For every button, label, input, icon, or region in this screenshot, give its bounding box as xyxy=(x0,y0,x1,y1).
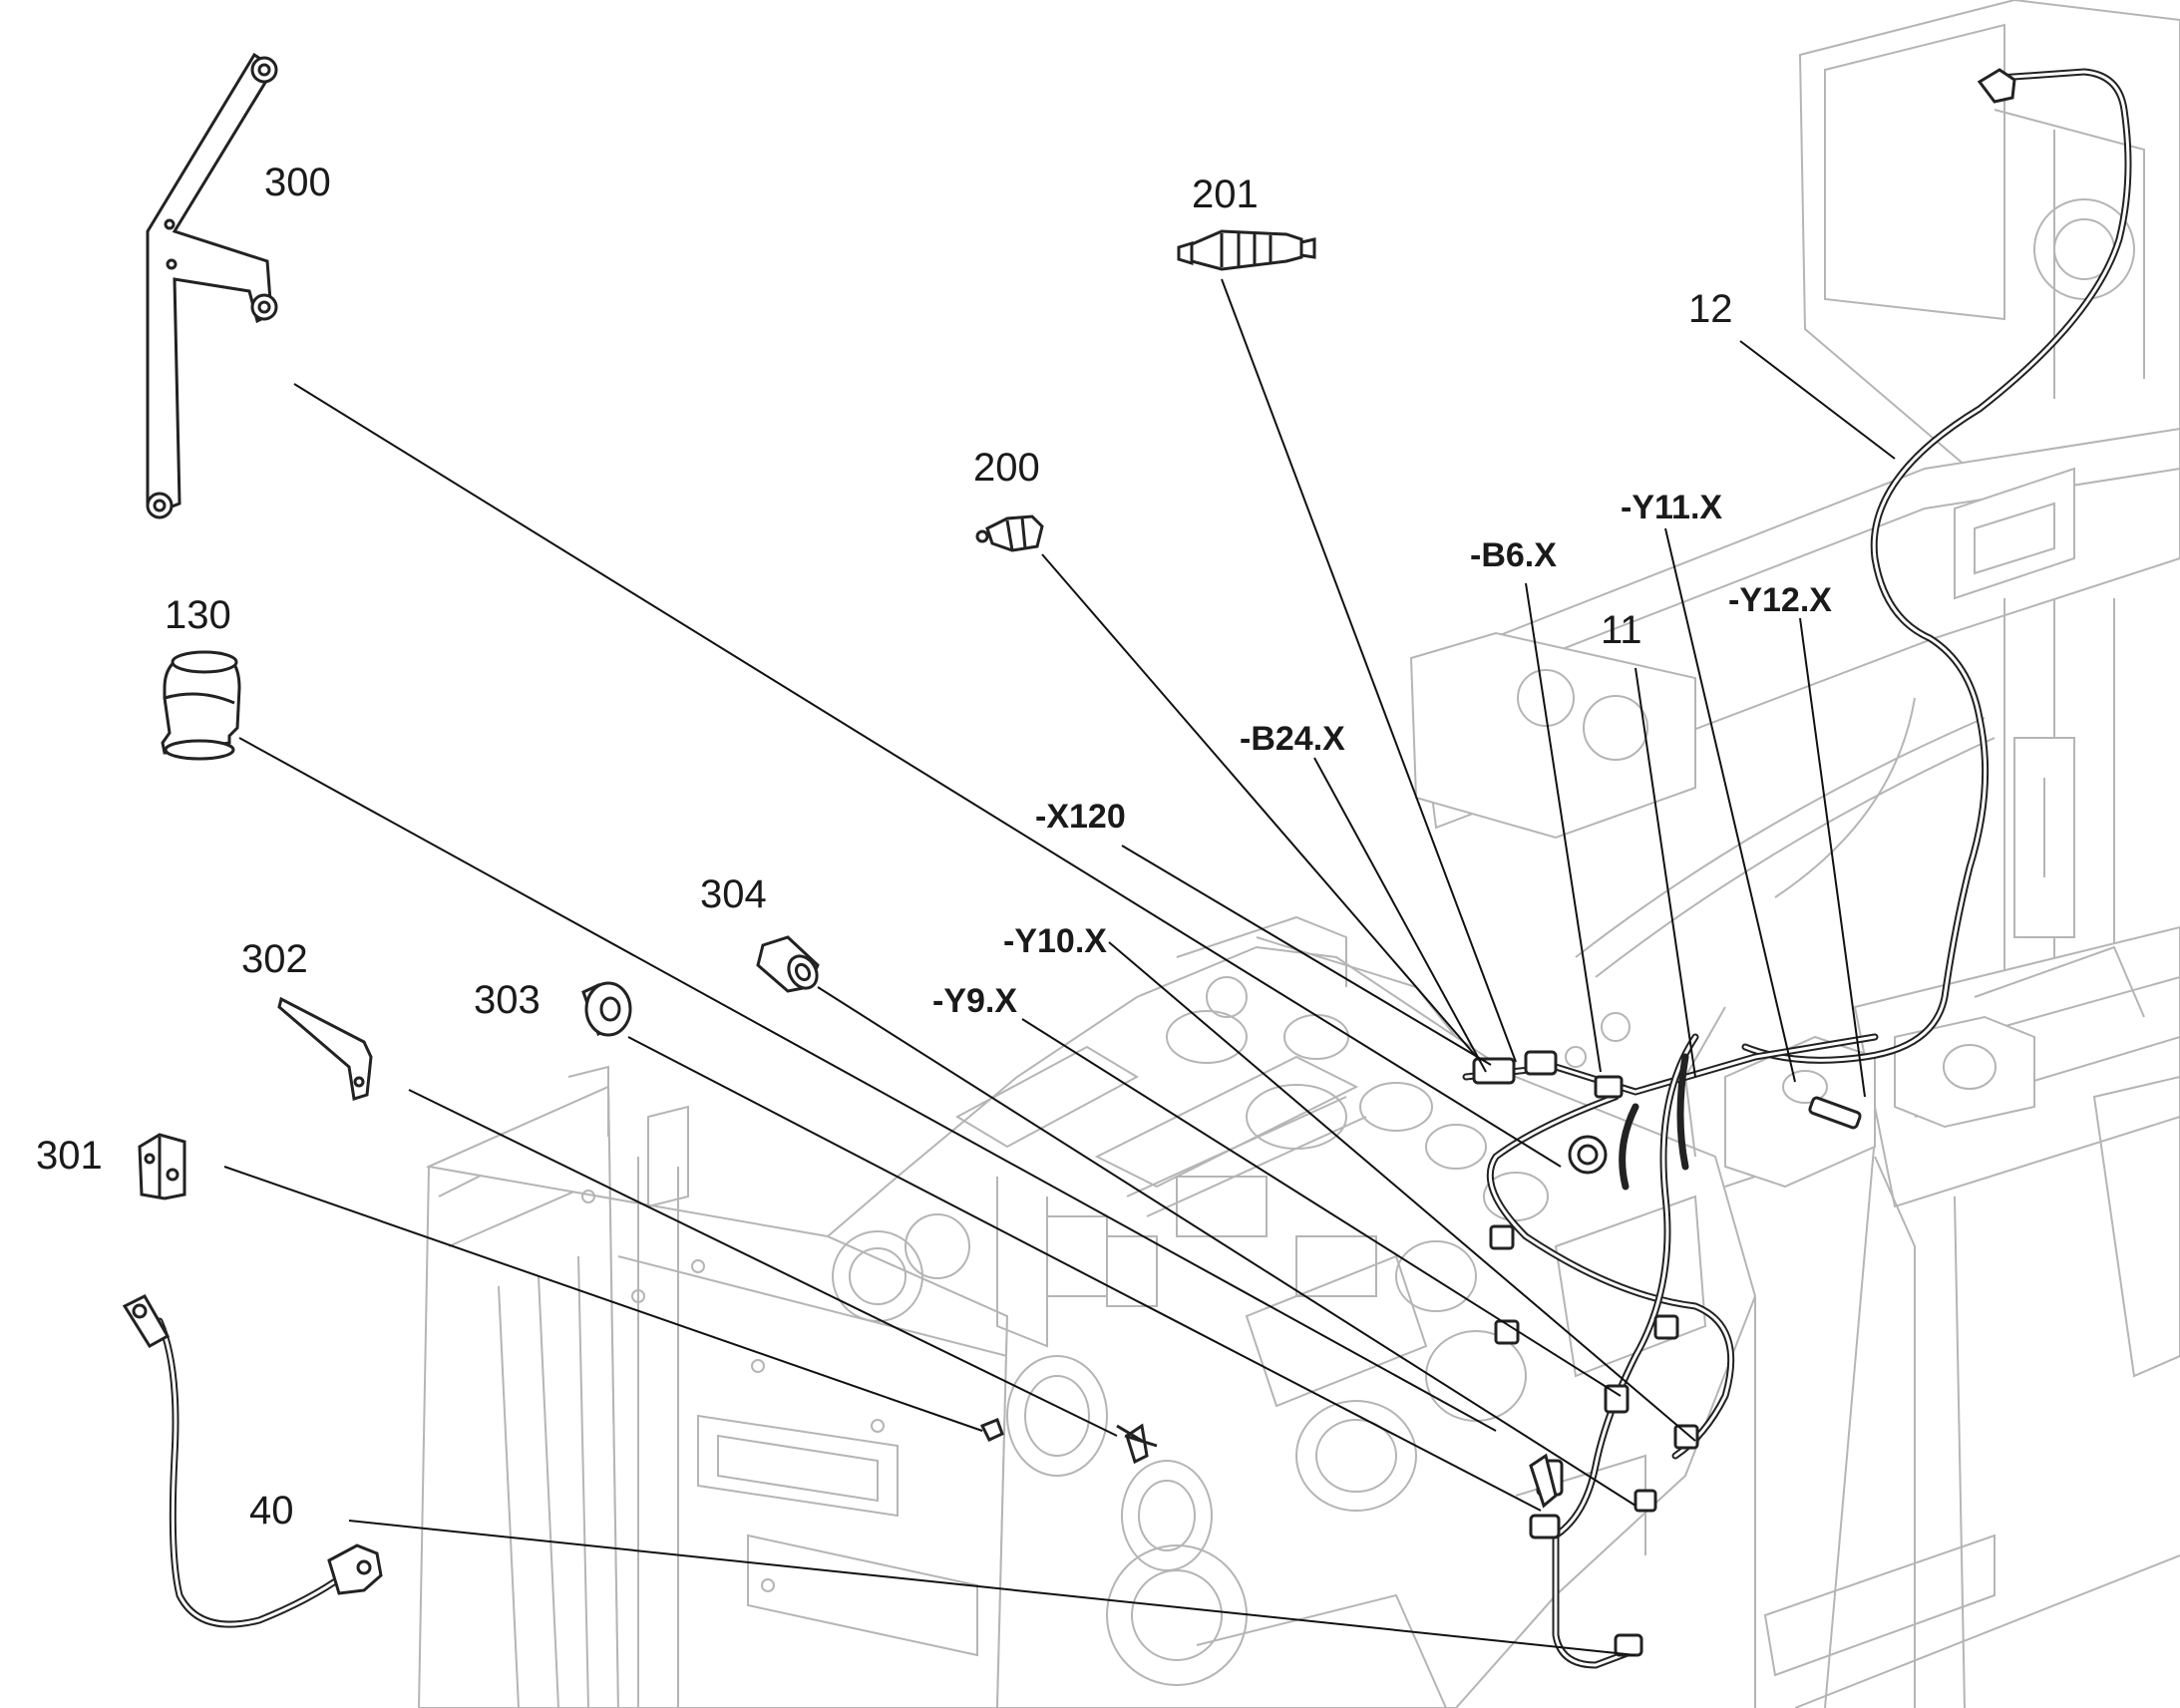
part-302-clip xyxy=(277,996,373,1101)
callout-12: 12 xyxy=(1688,287,1733,331)
callout-y10: -Y10.X xyxy=(1003,922,1107,960)
part-301-angle-bracket xyxy=(138,1133,186,1200)
callout-302: 302 xyxy=(241,937,308,981)
callout-304: 304 xyxy=(700,872,767,916)
callout-300: 300 xyxy=(264,161,331,204)
installed-parts xyxy=(979,1418,1158,1465)
part-304-spacer xyxy=(756,935,820,993)
part-300-bracket xyxy=(146,52,278,519)
callout-303: 303 xyxy=(474,978,541,1022)
part-40-cable xyxy=(122,1294,383,1628)
callout-130: 130 xyxy=(165,593,231,637)
callout-x120: -X120 xyxy=(1035,798,1126,836)
callout-b24: -B24.X xyxy=(1240,720,1345,758)
callout-y11: -Y11.X xyxy=(1621,489,1722,526)
part-130-elbow xyxy=(161,650,241,761)
callout-b6: -B6.X xyxy=(1470,536,1557,574)
callout-11: 11 xyxy=(1601,608,1642,652)
callout-y12: -Y12.X xyxy=(1728,581,1832,619)
callout-y9: -Y9.X xyxy=(932,982,1017,1020)
callout-labels: 300 201 200 12 130 -Y11.X -B6.X 11 -Y12.… xyxy=(36,161,1832,1533)
callout-301: 301 xyxy=(36,1134,103,1178)
callout-200: 200 xyxy=(973,446,1040,490)
part-303-bushing xyxy=(581,981,632,1037)
callout-40: 40 xyxy=(249,1489,294,1533)
part-200-sensor xyxy=(975,514,1044,552)
part-201-sensor xyxy=(1177,229,1316,271)
leader-lines xyxy=(223,278,1896,1656)
callout-201: 201 xyxy=(1192,172,1259,216)
part-12-cable xyxy=(1741,68,2132,1064)
